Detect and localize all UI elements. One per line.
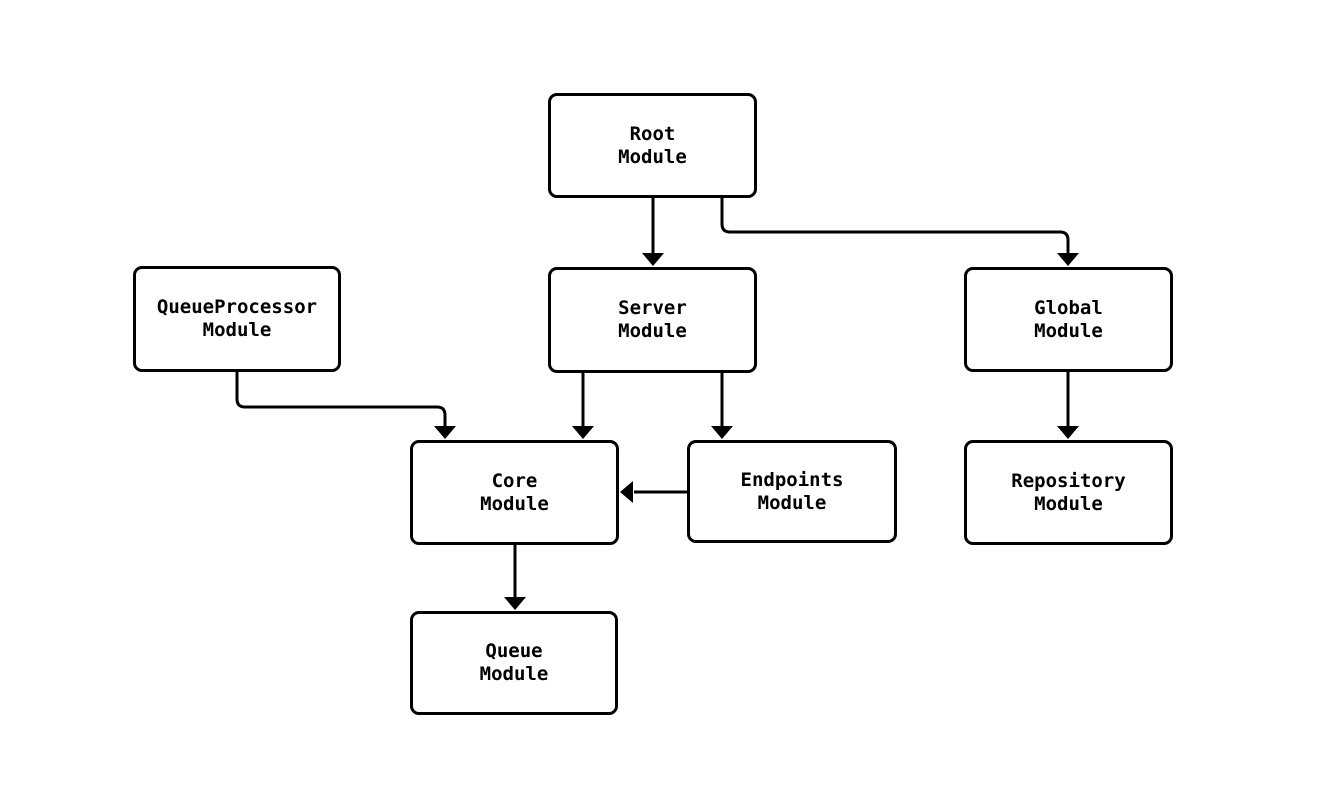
node-repository-module-label: Repository Module <box>1011 469 1126 515</box>
edge-endpoints-to-core <box>620 481 687 503</box>
node-queueprocessor-module: QueueProcessor Module <box>133 266 341 372</box>
edge-core-to-queue <box>504 545 526 610</box>
node-queueprocessor-module-label: QueueProcessor Module <box>156 296 318 341</box>
node-global-module: Global Module <box>964 267 1173 372</box>
arrowhead-icon <box>504 597 526 610</box>
node-queue-module: Queue Module <box>410 611 618 715</box>
node-core-module-label: Core Module <box>480 469 549 515</box>
edge-global-to-repository <box>1057 372 1079 439</box>
arrowhead-icon <box>572 426 594 439</box>
arrowhead-icon <box>642 253 664 266</box>
node-global-module-label: Global Module <box>1034 296 1103 342</box>
node-core-module: Core Module <box>410 440 619 545</box>
node-repository-module: Repository Module <box>964 440 1173 545</box>
edge-queueprocessor-to-core <box>235 372 456 439</box>
node-server-module-label: Server Module <box>618 297 687 342</box>
arrowhead-icon <box>1057 426 1079 439</box>
edge-root-to-server <box>642 198 664 266</box>
node-queue-module-label: Queue Module <box>479 640 549 685</box>
arrowhead-icon <box>620 481 633 503</box>
node-endpoints-module: Endpoints Module <box>687 440 897 543</box>
edge-server-to-endpoints <box>711 373 733 439</box>
edge-server-to-core <box>572 373 594 439</box>
edge-root-to-global <box>720 198 1079 266</box>
arrowhead-icon <box>711 426 733 439</box>
arrowhead-icon <box>1057 253 1079 266</box>
node-endpoints-module-label: Endpoints Module <box>740 468 844 514</box>
node-root-module: Root Module <box>548 93 757 198</box>
arrowhead-icon <box>434 426 456 439</box>
node-root-module-label: Root Module <box>618 122 687 168</box>
node-server-module: Server Module <box>548 267 757 373</box>
